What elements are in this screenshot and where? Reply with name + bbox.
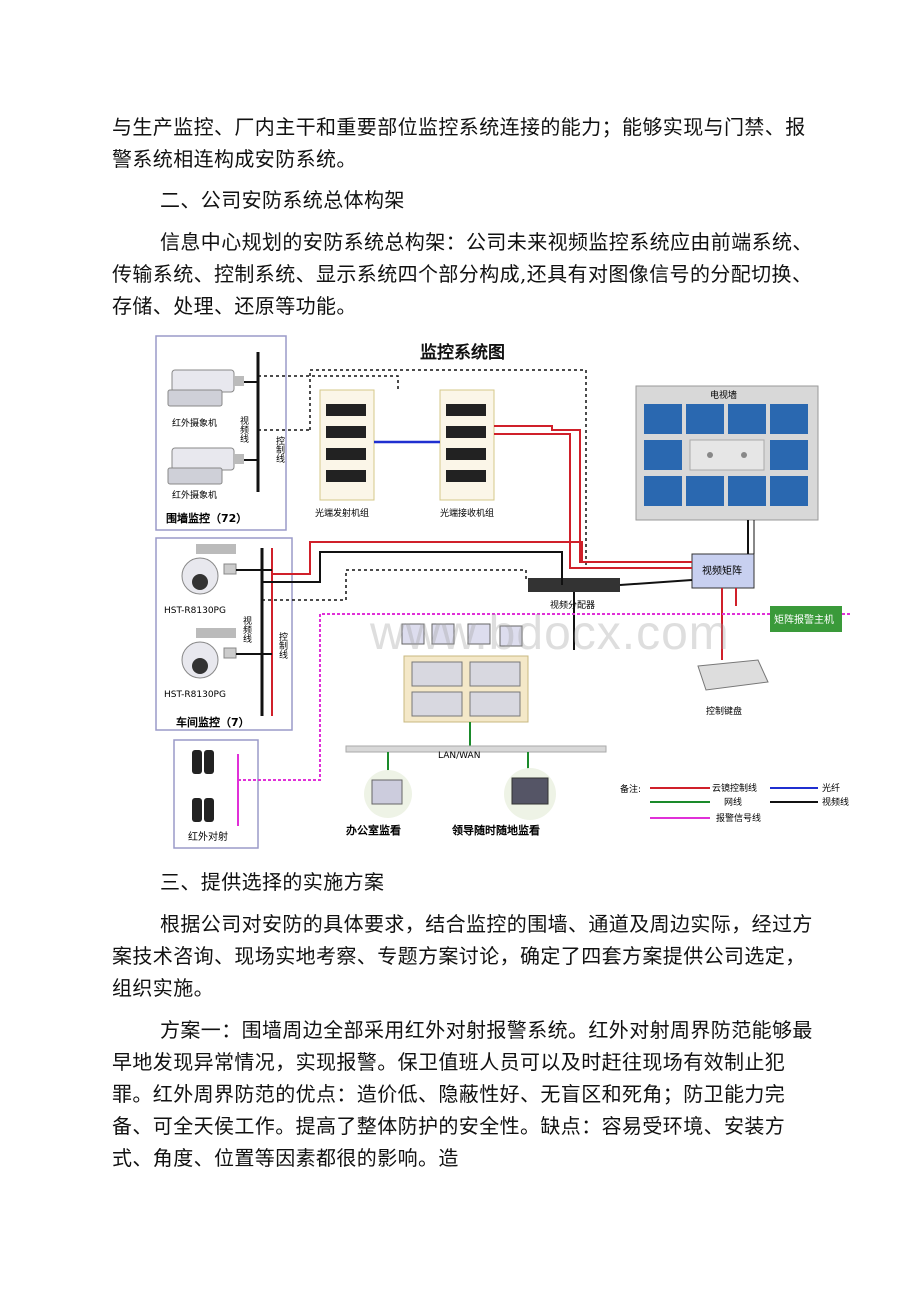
paragraph-1: 与生产监控、厂内主干和重要部位监控系统连接的能力；能够实现与门禁、报警系统相连构… bbox=[112, 115, 806, 171]
legend-title: 备注: bbox=[620, 783, 641, 795]
dome-camera-1-icon bbox=[181, 544, 237, 595]
matrix-label: 视频矩阵 bbox=[702, 564, 742, 577]
control-line-label-b: 控制线 bbox=[277, 631, 288, 659]
tv-wall-label: 电视墙 bbox=[710, 389, 737, 401]
alarm-host-label: 矩阵报警主机 bbox=[774, 613, 834, 626]
rx-label: 光端接收机组 bbox=[440, 507, 494, 519]
infrared-camera-1-icon bbox=[167, 369, 244, 407]
dome-camera-2-icon bbox=[181, 628, 237, 679]
legend: 备注: 云镜控制线 光纤 网线 视频线 报警信号线 bbox=[620, 782, 849, 824]
dome-camera-1-label: HST-R8130PG bbox=[164, 606, 226, 616]
office-label: 办公室监看 bbox=[346, 823, 401, 837]
legend-fiber: 光纤 bbox=[822, 782, 840, 794]
control-line-label-a: 控制线 bbox=[274, 435, 285, 463]
legend-video: 视频线 bbox=[822, 796, 849, 808]
dome-camera-2-label: HST-R8130PG bbox=[164, 690, 226, 700]
video-line-label-a: 视频线 bbox=[238, 415, 249, 443]
camera-1-label: 红外摄象机 bbox=[172, 417, 217, 429]
infrared-camera-2-icon bbox=[167, 447, 244, 485]
legend-ptz: 云镜控制线 bbox=[712, 782, 757, 794]
paragraph-3: 根据公司对安防的具体要求，结合监控的围墙、通道及周边实际，经过方案技术咨询、现场… bbox=[112, 912, 813, 1000]
legend-net: 网线 bbox=[724, 796, 742, 808]
watermark: www.bdocx.com bbox=[370, 607, 730, 660]
infrared-beam-icon bbox=[192, 750, 214, 822]
workshop-group-frame bbox=[155, 537, 293, 731]
infrared-label: 红外对射 bbox=[188, 830, 228, 843]
section-heading-2: 二、公司安防系统总体构架 bbox=[160, 188, 405, 212]
splitter-label: 视频分配器 bbox=[550, 599, 595, 611]
leader-label: 领导随时随地监看 bbox=[451, 823, 540, 837]
office-pc-icon bbox=[371, 779, 403, 805]
video-splitter bbox=[528, 578, 620, 592]
workshop-group-label: 车间监控（7） bbox=[176, 715, 250, 729]
paragraph-4: 方案一：围墙周边全部采用红外对射报警系统。红外对射周界防范能够最早地发现异常情况… bbox=[112, 1018, 813, 1170]
tv-screen-icons bbox=[644, 404, 808, 506]
diagram-title: 监控系统图 bbox=[420, 342, 505, 363]
control-keyboard-icon bbox=[697, 659, 769, 691]
video-line-label-b: 视频线 bbox=[241, 615, 252, 643]
camera-2-label: 红外摄象机 bbox=[172, 489, 217, 501]
alarm-host bbox=[770, 606, 842, 632]
infrared-group-frame bbox=[173, 739, 259, 849]
perimeter-group-frame bbox=[155, 335, 287, 531]
dvr-icon bbox=[411, 661, 521, 717]
tx-label: 光端发射机组 bbox=[315, 507, 369, 519]
monitors-icon bbox=[401, 623, 523, 647]
keyboard-label: 控制键盘 bbox=[706, 705, 742, 717]
video-matrix bbox=[691, 553, 755, 589]
lan-bar bbox=[345, 745, 607, 753]
fiber-transmitter-icon bbox=[326, 404, 366, 482]
perimeter-group-label: 围墙监控（72） bbox=[166, 511, 247, 525]
leader-laptop-icon bbox=[511, 777, 549, 805]
fiber-receiver-icon bbox=[446, 404, 486, 482]
section-heading-3: 三、提供选择的实施方案 bbox=[160, 870, 385, 894]
legend-alarm: 报警信号线 bbox=[716, 812, 761, 824]
paragraph-2: 信息中心规划的安防系统总构架：公司未来视频监控系统应由前端系统、传输系统、控制系… bbox=[112, 230, 813, 318]
lan-label: LAN/WAN bbox=[438, 751, 480, 761]
surveillance-system-diagram: 监控系统图 红外摄象机 红外摄象机 视频线 控制线 围墙监控（72） 光端发射机… bbox=[155, 335, 850, 849]
